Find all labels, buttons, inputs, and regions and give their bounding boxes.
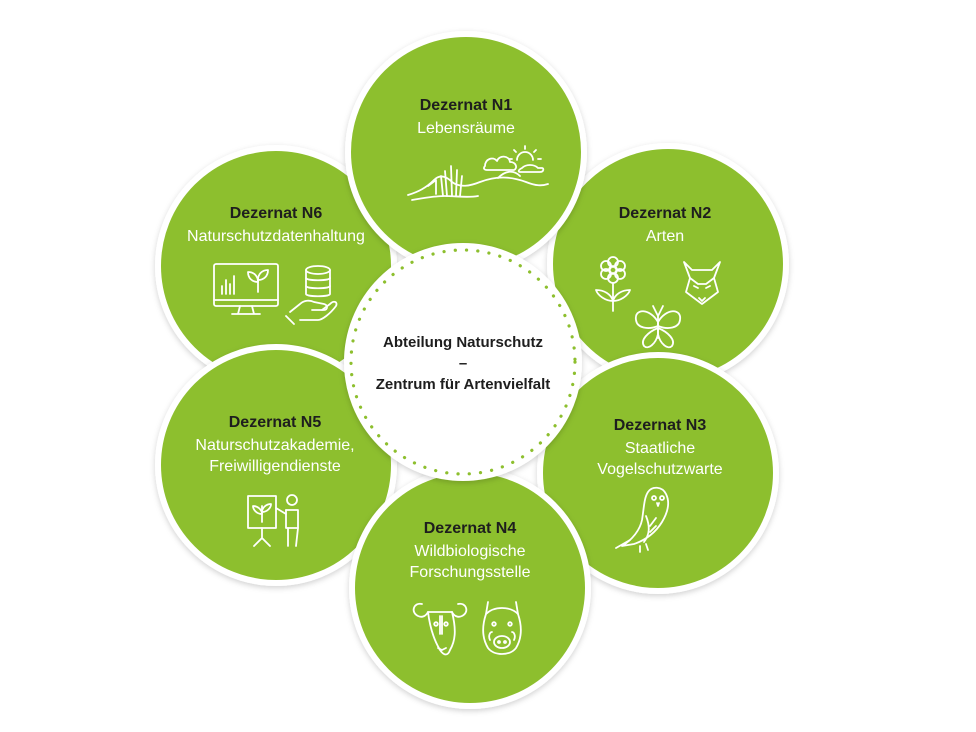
petal-n6-labels: Dezernat N6 Naturschutzdatenhaltung: [187, 205, 365, 245]
petal-n5-labels: Dezernat N5 Naturschutzakademie, Freiwil…: [195, 414, 354, 475]
petal-n6-title: Dezernat N6: [230, 205, 323, 222]
petal-n2-labels: Dezernat N2 Arten: [619, 205, 712, 245]
center-node: Abteilung Naturschutz – Zentrum für Arte…: [344, 243, 582, 481]
petal-n5-line1: Naturschutzakademie,: [195, 437, 354, 454]
species-icons: [595, 256, 721, 349]
petal-n4-title: Dezernat N4: [424, 520, 517, 537]
deer-boar-icons: [412, 601, 522, 656]
petal-n3-title: Dezernat N3: [614, 417, 707, 434]
landscape-icon: [407, 145, 549, 201]
petal-n4-shape: [349, 467, 591, 709]
data-monitor-icon: [213, 263, 338, 325]
fox-icon: [683, 261, 721, 305]
petal-n6-line1: Naturschutzdatenhaltung: [187, 228, 365, 245]
flower-icon: [595, 256, 631, 312]
petal-n4: [349, 467, 591, 709]
petal-n5: [155, 344, 397, 586]
petal-n3: [537, 352, 779, 594]
petal-n3-line2: Vogelschutzwarte: [597, 461, 723, 478]
deer-icon: [412, 602, 468, 656]
center-dash: –: [459, 355, 467, 372]
petal-n4-line1: Wildbiologische: [414, 543, 525, 560]
petal-n1-shape: [345, 31, 587, 273]
petal-n5-line2: Freiwilligendienste: [209, 458, 341, 475]
center-circle: [344, 243, 582, 481]
center-subtitle: Zentrum für Artenvielfalt: [376, 376, 550, 393]
petal-n1: [345, 31, 587, 273]
petal-n3-line1: Staatliche: [625, 440, 695, 457]
petal-n1-title: Dezernat N1: [420, 97, 513, 114]
presentation-icon: [247, 494, 299, 547]
petal-n3-shape: [537, 352, 779, 594]
owl-icon: [615, 486, 669, 553]
center-title: Abteilung Naturschutz: [383, 334, 543, 351]
petal-n2-title: Dezernat N2: [619, 205, 712, 222]
petal-n4-line2: Forschungsstelle: [410, 564, 531, 581]
petal-n1-labels: Dezernat N1 Lebensräume: [417, 97, 515, 137]
petal-n2-line1: Arten: [646, 228, 684, 245]
center-dotted-ring: [349, 248, 577, 476]
petal-n3-labels: Dezernat N3 Staatliche Vogelschutzwarte: [597, 417, 723, 478]
petal-n5-shape: [155, 344, 397, 586]
butterfly-icon: [635, 305, 681, 349]
petal-n1-line1: Lebensräume: [417, 120, 515, 137]
petal-n5-title: Dezernat N5: [229, 414, 322, 431]
boar-icon: [482, 601, 522, 655]
petal-n4-labels: Dezernat N4 Wildbiologische Forschungsst…: [410, 520, 531, 581]
